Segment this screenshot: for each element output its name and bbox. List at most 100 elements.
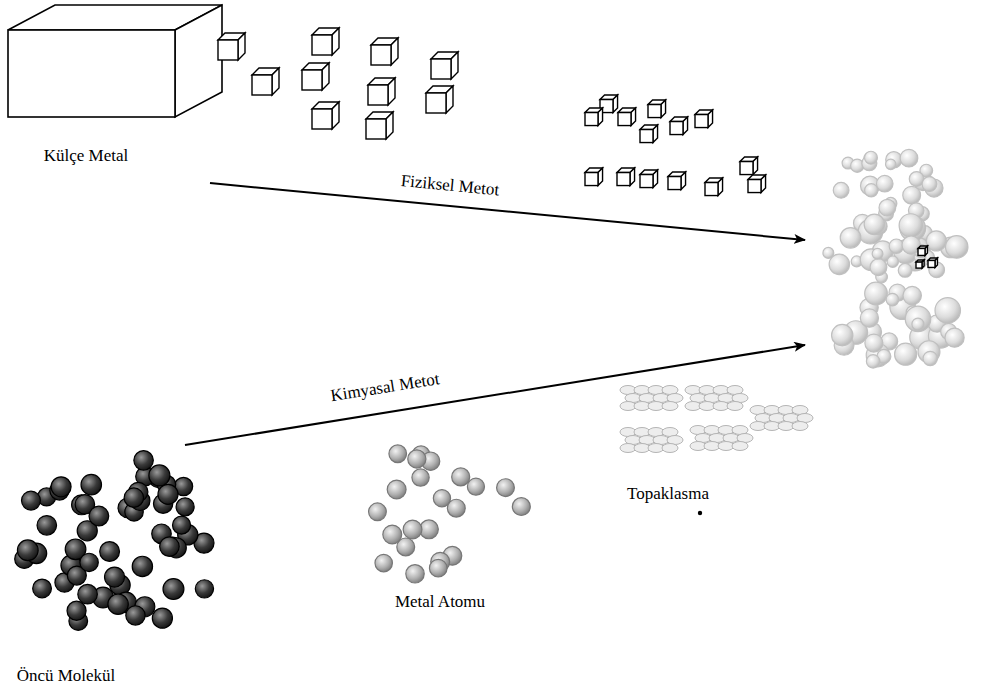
- sphere: [886, 159, 896, 169]
- cube: [617, 168, 635, 186]
- bulk-metal-block: [8, 5, 222, 117]
- sphere: [945, 328, 964, 347]
- sphere: [80, 553, 98, 571]
- sphere: [108, 594, 128, 614]
- text-label: Metal Atomu: [393, 593, 487, 612]
- cube: [748, 175, 766, 193]
- sphere: [946, 236, 968, 258]
- cube: [585, 168, 603, 186]
- agglomerate-particle: [732, 442, 748, 451]
- sphere: [926, 231, 946, 251]
- cube: [670, 117, 688, 135]
- sphere: [865, 334, 883, 352]
- chemical-arrow: [185, 345, 805, 445]
- small-cubes: [218, 28, 458, 139]
- text-label: Külçe Metal: [42, 147, 131, 166]
- sphere: [900, 149, 918, 167]
- cube: [916, 260, 924, 268]
- cube: [740, 157, 758, 175]
- physical-arrow: [210, 183, 805, 240]
- sphere: [176, 498, 194, 516]
- sphere: [78, 584, 98, 604]
- sphere: [134, 451, 153, 470]
- agglomerate-particle: [792, 422, 808, 431]
- sphere: [512, 498, 530, 516]
- metal-atom-spheres: [369, 445, 531, 583]
- sphere: [905, 306, 930, 331]
- sphere: [132, 556, 152, 576]
- sphere: [447, 499, 465, 517]
- sphere: [912, 318, 924, 330]
- nanoparticle-cluster: [823, 149, 968, 368]
- cube: [918, 246, 927, 255]
- sphere: [389, 445, 407, 463]
- sphere: [879, 199, 896, 216]
- text-label: Topaklasma: [625, 485, 711, 504]
- cube: [312, 102, 339, 129]
- cube: [368, 78, 395, 105]
- sphere: [152, 608, 172, 628]
- sphere: [105, 567, 125, 587]
- cube: [252, 68, 279, 95]
- text-label: Öncü Molekül: [15, 667, 118, 686]
- sphere: [823, 247, 834, 258]
- sphere: [872, 248, 883, 259]
- sphere: [412, 469, 429, 486]
- cube: [218, 33, 245, 60]
- sphere: [898, 264, 912, 278]
- cube: [312, 28, 339, 55]
- sphere: [100, 542, 120, 562]
- sphere: [33, 579, 52, 598]
- cube: [302, 63, 329, 90]
- cube: [585, 108, 603, 126]
- sphere: [889, 239, 903, 253]
- sphere: [17, 540, 38, 561]
- sphere: [173, 516, 191, 534]
- sphere: [899, 214, 922, 237]
- sphere: [51, 477, 71, 497]
- sphere: [163, 579, 184, 600]
- sphere: [195, 580, 213, 598]
- cube: [431, 52, 458, 79]
- sphere: [429, 559, 447, 577]
- sphere: [467, 478, 484, 495]
- sphere: [452, 468, 470, 486]
- sphere: [903, 286, 921, 304]
- sphere: [865, 151, 878, 164]
- sphere: [158, 484, 178, 504]
- sphere: [22, 491, 41, 510]
- cube: [705, 178, 723, 196]
- sphere: [864, 214, 884, 234]
- cube: [366, 112, 393, 139]
- text-label: Fiziksel Metot: [398, 172, 502, 200]
- sphere: [840, 228, 861, 249]
- sphere: [160, 537, 180, 557]
- sphere: [832, 324, 853, 345]
- sphere: [408, 450, 426, 468]
- cube: [371, 38, 398, 65]
- agglomerate-particle: [727, 402, 743, 411]
- sphere: [126, 606, 145, 625]
- cube: [648, 100, 666, 118]
- sphere: [903, 186, 921, 204]
- sphere: [833, 182, 849, 198]
- sphere: [375, 554, 392, 571]
- sphere: [37, 516, 57, 536]
- cube: [618, 108, 636, 126]
- agglomerate-particle: [662, 402, 678, 411]
- cube: [640, 125, 658, 143]
- sphere: [886, 293, 899, 306]
- agglomerate-particle: [662, 444, 678, 453]
- sphere: [67, 601, 86, 620]
- sphere: [876, 175, 893, 192]
- cube: [640, 170, 658, 188]
- sphere: [81, 474, 101, 494]
- sphere: [887, 256, 898, 267]
- sphere: [923, 351, 937, 365]
- cube: [426, 86, 453, 113]
- cube: [695, 110, 713, 128]
- sphere: [860, 309, 878, 327]
- sphere: [124, 488, 143, 507]
